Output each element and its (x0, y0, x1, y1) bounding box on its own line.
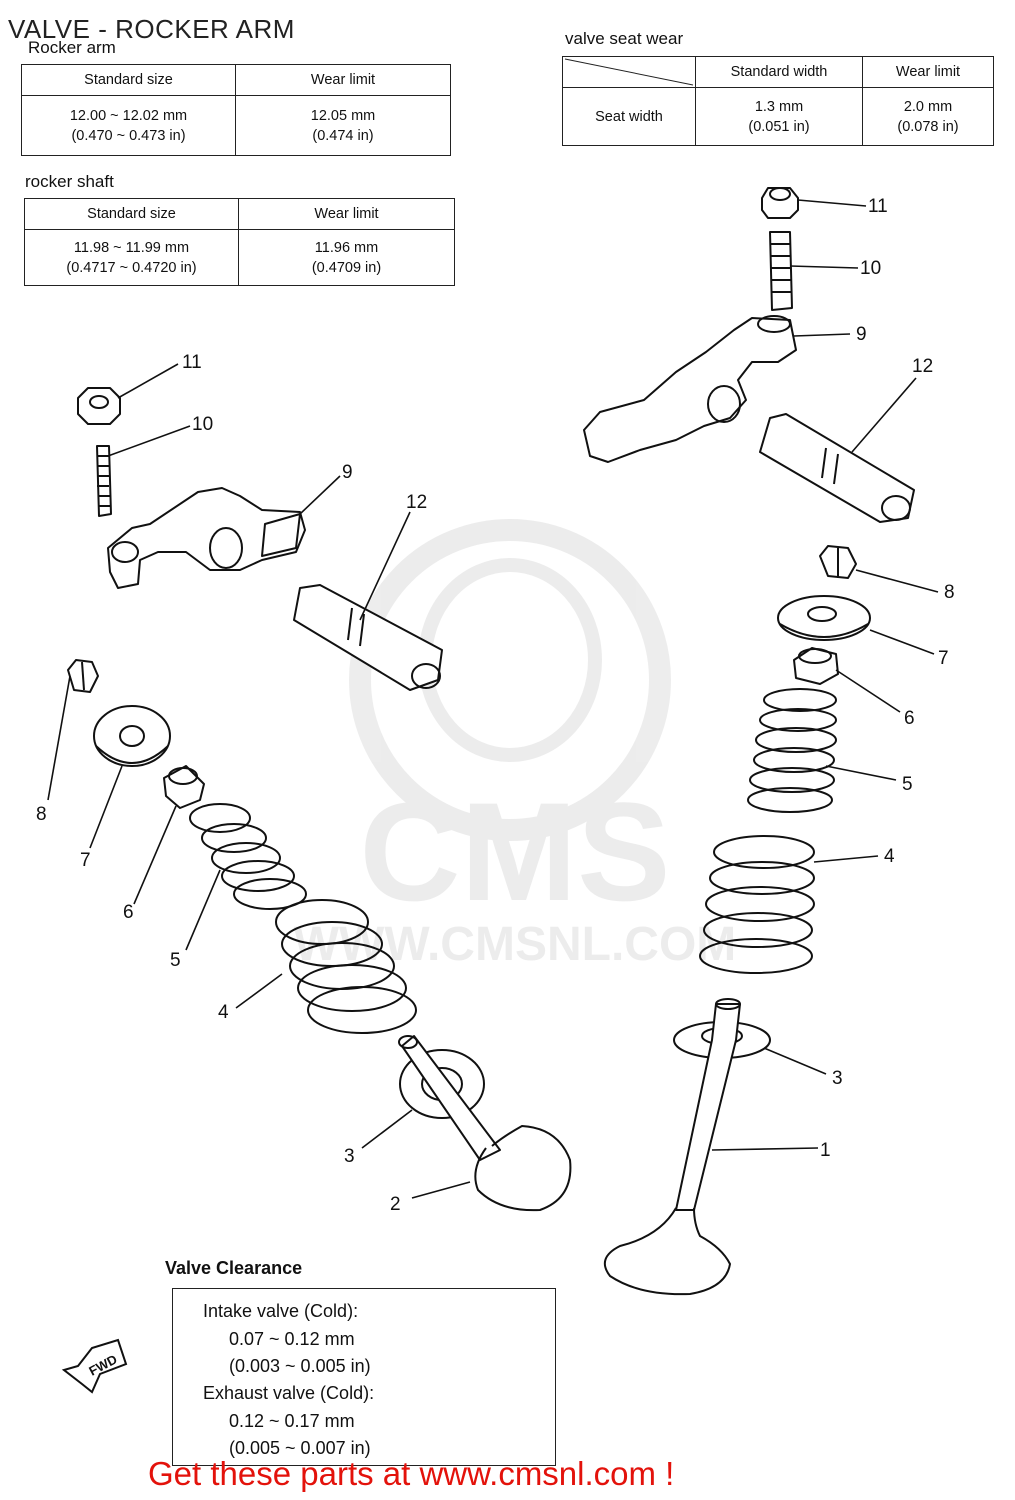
callout-3-left: 3 (344, 1146, 355, 1167)
exhaust-in: (0.005 ~ 0.007 in) (229, 1438, 371, 1458)
left-inner-spring-5 (189, 803, 307, 910)
left-shaft-12 (293, 584, 443, 691)
right-collet-8 (819, 545, 857, 579)
rocker-shaft-standard-cell: 11.98 ~ 11.99 mm (0.4717 ~ 0.4720 in) (24, 229, 239, 286)
footer-link[interactable]: Get these parts at www.cmsnl.com ! (148, 1455, 675, 1492)
watermark-brand: CMS (359, 773, 670, 930)
right-rocker-arm-9 (583, 315, 797, 463)
exhaust-mm: 0.12 ~ 0.17 mm (229, 1411, 355, 1431)
intake-in: (0.003 ~ 0.005 in) (229, 1356, 371, 1376)
watermark-face (418, 558, 602, 762)
valve-seat-wear-in: (0.078 in) (897, 118, 959, 135)
valve-clearance-box: Intake valve (Cold): 0.07 ~ 0.12 mm (0.0… (172, 1288, 556, 1466)
rocker-arm-wear-in: (0.474 in) (312, 127, 374, 144)
callout-2-left: 2 (390, 1194, 401, 1215)
intake-label: Intake valve (Cold): (203, 1301, 359, 1321)
rocker-arm-standard-mm: 12.00 ~ 12.02 mm (69, 107, 188, 124)
callout-10-right: 10 (860, 258, 881, 279)
valve-seat-standard-mm: 1.3 mm (754, 98, 804, 115)
callout-9-left: 9 (342, 462, 353, 483)
rocker-shaft-wear-mm: 11.96 mm (314, 239, 379, 256)
right-nut-11 (761, 187, 799, 219)
corner-diagonal (564, 58, 694, 86)
callout-3-right: 3 (832, 1068, 843, 1089)
right-valve-1 (603, 998, 741, 1296)
valve-seat-corner-cell (562, 56, 696, 88)
valve-seat-label: valve seat wear (565, 29, 684, 48)
fwd-arrow-icon: FWD (61, 1338, 128, 1394)
right-retainer-7 (777, 595, 871, 641)
callout-8-left: 8 (36, 804, 47, 825)
callout-1-right: 1 (820, 1140, 831, 1161)
right-shaft-12 (759, 413, 915, 523)
rocker-arm-standard-in: (0.470 ~ 0.473 in) (71, 127, 186, 144)
callout-5-right: 5 (902, 774, 913, 795)
page-title: VALVE - ROCKER ARM (8, 14, 295, 44)
rocker-shaft-header-wear: Wear limit (238, 198, 455, 230)
leader-lines (47, 199, 939, 1199)
callout-4-right: 4 (884, 846, 895, 867)
callout-4-left: 4 (218, 1002, 229, 1023)
left-screw-10 (96, 445, 112, 517)
rocker-shaft-header-standard: Standard size (24, 198, 239, 230)
callout-11-left: 11 (182, 352, 202, 373)
rocker-shaft-table: Standard size Wear limit 11.98 ~ 11.99 m… (24, 198, 455, 286)
left-valve-2 (398, 1035, 572, 1212)
left-collet-8 (67, 659, 99, 693)
rocker-shaft-label: rocker shaft (25, 172, 114, 191)
right-inner-spring-5 (747, 688, 837, 813)
callout-11-right: 11 (868, 196, 888, 217)
callout-12-right: 12 (912, 356, 933, 377)
rocker-shaft-wear-cell: 11.96 mm (0.4709 in) (238, 229, 455, 286)
rocker-arm-table: Standard size Wear limit 12.00 ~ 12.02 m… (21, 64, 451, 156)
rocker-arm-header-wear: Wear limit (235, 64, 451, 96)
watermark-ring (349, 519, 671, 841)
rocker-arm-wear-cell: 12.05 mm (0.474 in) (235, 95, 451, 156)
callout-9-right: 9 (856, 324, 867, 345)
callout-7-right: 7 (938, 648, 949, 669)
rocker-shaft-wear-in: (0.4709 in) (311, 259, 382, 276)
exhaust-label: Exhaust valve (Cold): (203, 1383, 375, 1403)
callout-8-right: 8 (944, 582, 955, 603)
valve-seat-wear-mm: 2.0 mm (903, 98, 953, 115)
valve-seat-table: Standard width Wear limit Seat width 1.3… (562, 56, 994, 146)
left-seal-6 (163, 765, 205, 809)
callout-7-left: 7 (80, 850, 91, 871)
rocker-arm-wear-mm: 12.05 mm (310, 107, 376, 124)
left-rocker-arm-9 (107, 487, 306, 589)
rocker-shaft-standard-in: (0.4717 ~ 0.4720 in) (66, 259, 197, 276)
callout-12-left: 12 (406, 492, 427, 513)
callout-6-right: 6 (904, 708, 915, 729)
valve-clearance-title: Valve Clearance (165, 1258, 303, 1278)
left-outer-spring-4 (275, 899, 417, 1034)
rocker-shaft-standard-mm: 11.98 ~ 11.99 mm (73, 239, 190, 256)
right-outer-spring-4 (699, 835, 815, 974)
rocker-arm-header-standard: Standard size (21, 64, 236, 96)
left-retainer-7 (93, 705, 171, 767)
cms-watermark: CMS WWW.CMSNL.COM (294, 519, 736, 971)
valve-seat-header-standard: Standard width (695, 56, 863, 88)
right-screw-10 (769, 231, 793, 311)
rocker-arm-label: Rocker arm (28, 38, 116, 57)
callout-10-left: 10 (192, 414, 213, 435)
callout-5-left: 5 (170, 950, 181, 971)
callout-6-left: 6 (123, 902, 134, 923)
valve-seat-standard-cell: 1.3 mm (0.051 in) (695, 87, 863, 146)
valve-seat-standard-in: (0.051 in) (748, 118, 810, 135)
intake-mm: 0.07 ~ 0.12 mm (229, 1329, 355, 1349)
valve-seat-row-label: Seat width (562, 87, 696, 146)
valve-seat-wear-cell: 2.0 mm (0.078 in) (862, 87, 994, 146)
left-nut-11 (77, 387, 121, 425)
rocker-arm-standard-cell: 12.00 ~ 12.02 mm (0.470 ~ 0.473 in) (21, 95, 236, 156)
right-seal-6 (793, 647, 839, 685)
